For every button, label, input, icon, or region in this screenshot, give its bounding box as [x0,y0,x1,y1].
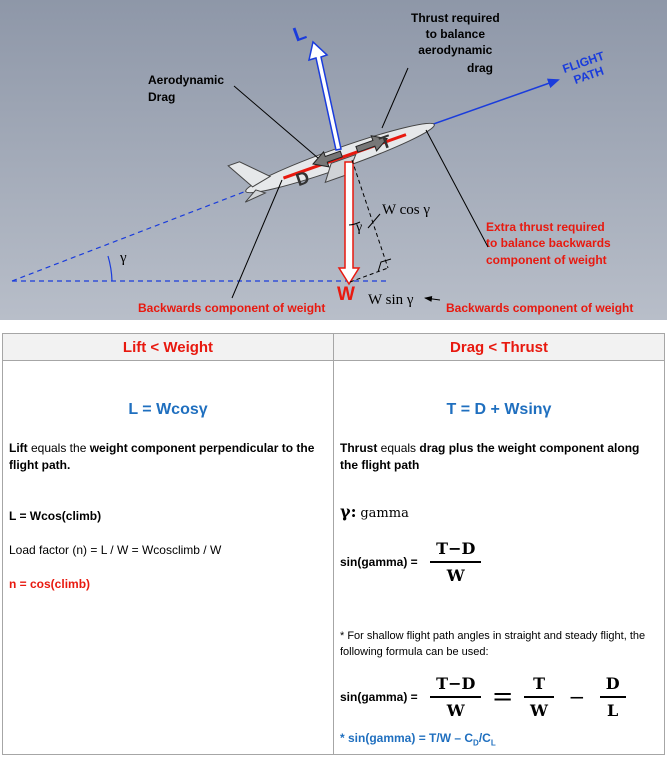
drag-arrow [312,150,343,168]
lift-formula: L = Wcosγ [128,401,208,418]
backwards-label-left: Backwards component of weight [138,301,325,315]
gamma-definition: γ: gamma [340,502,409,521]
weight-arrow [337,161,361,286]
thrust-required-label: Thrust required to balance aerodynamic d… [411,11,503,75]
diagram-svg: γ D T L W γ W cos γ W sin γ Thrust requi… [0,0,667,320]
gamma-arc-left [107,255,113,282]
gamma-arc-right [348,221,361,226]
right-cell: T = D + Wsinγ Thrust equals drag plus th… [333,360,665,755]
backwards-left-leader [231,179,283,299]
final-approximation: * sin(gamma) = T/W – CD/CL [340,731,496,748]
aero-drag-leader [233,85,319,159]
right-angle-mark [377,258,392,273]
label-D: D [293,167,312,190]
flight-path-extension [11,179,276,282]
w-cos-label: W cos γ [382,202,430,218]
thrust-formula: T = D + Wsinγ [446,401,552,418]
thrust-required-leader [381,67,409,129]
shallow-angle-note: * For shallow flight path angles in stra… [340,630,646,658]
right-header: Drag < Thrust [333,333,665,361]
thrust-arrow [355,135,389,153]
lift-arrow [307,40,342,151]
comparison-table: Lift < Weight Drag < Thrust L = Wcosγ Li… [2,333,665,755]
n-equation: n = cos(climb) [9,577,91,591]
label-W: W [337,284,355,305]
thrust-description: Thrust equals drag plus the weight compo… [340,441,640,472]
lift-equation: L = Wcos(climb) [9,509,102,523]
w-sin-arrow [424,295,441,302]
table-body-row: L = Wcosγ Lift equals the weight compone… [2,360,665,755]
w-cos-leader [367,213,381,229]
load-factor: Load factor (n) = L / W = Wcosclimb / W [9,543,222,557]
gamma-label-right: γ [355,220,362,235]
left-cell: L = Wcosγ Lift equals the weight compone… [2,360,334,755]
aero-drag-label: Aerodynamic Drag [148,73,227,104]
extra-thrust-leader [425,129,489,248]
lift-description: Lift equals the weight component perpend… [9,441,315,472]
equals-sign: = [491,682,514,712]
gamma-label-left: γ [119,250,127,266]
flight-diagram: γ D T L W γ W cos γ W sin γ Thrust requi… [0,0,667,320]
backwards-label-right: Backwards component of weight [446,301,633,315]
w-cos-line [351,159,389,269]
extra-thrust-label: Extra thrust required to balance backwar… [486,220,614,267]
minus-sign: − [568,685,586,709]
table-header-row: Lift < Weight Drag < Thrust [2,333,665,361]
w-sin-label: W sin γ [368,292,414,308]
left-header: Lift < Weight [2,333,334,361]
